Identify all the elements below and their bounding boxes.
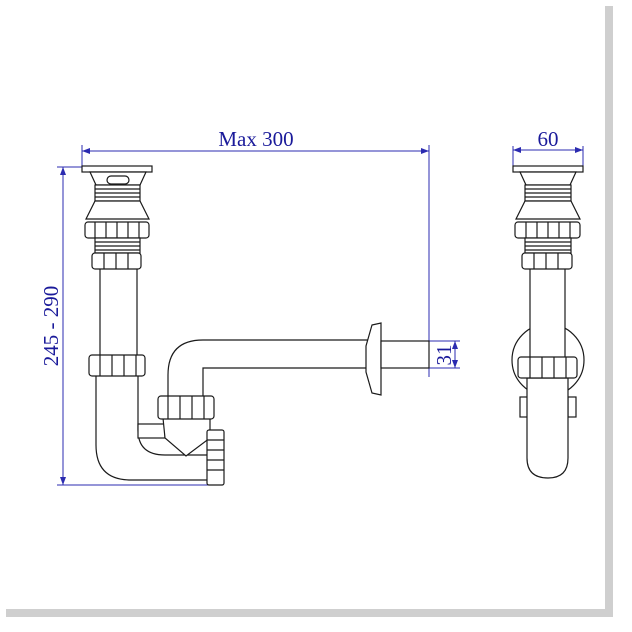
side-drain-flange	[512, 165, 584, 173]
side-drain-cone	[515, 200, 581, 220]
trap-connector	[137, 423, 166, 439]
dimension-outlet: 31	[429, 340, 460, 369]
dimension-label-max-length: Max 300	[218, 127, 293, 151]
front-view: Max 300 245 - 290 31	[39, 127, 460, 486]
side-tab-right	[567, 396, 577, 418]
dimension-flange-width: 60	[512, 127, 584, 166]
wall-flange	[365, 322, 382, 396]
tail-pipe	[99, 267, 138, 357]
pipe-nut	[88, 354, 146, 377]
trap-nut	[157, 395, 215, 420]
side-view: 60	[511, 127, 585, 479]
outlet-arm-outer	[167, 339, 370, 398]
side-nut	[206, 429, 225, 486]
dimension-max-length: Max 300	[81, 127, 430, 377]
side-connector-nut	[521, 252, 573, 270]
outlet-pipe	[380, 340, 430, 369]
dimension-height: 245 - 290	[39, 166, 210, 486]
frame-bottom-edge	[6, 609, 613, 617]
side-pipe-nut	[517, 356, 578, 379]
dimension-label-outlet: 31	[432, 345, 456, 366]
drain-flange	[81, 165, 153, 173]
dimension-label-height: 245 - 290	[39, 286, 63, 367]
bottle-cup	[526, 377, 569, 479]
dimension-label-flange-width: 60	[538, 127, 559, 151]
side-tail-pipe	[529, 267, 566, 359]
side-drain-neck	[519, 171, 577, 186]
overflow-slot	[106, 175, 130, 185]
outlet-arm-inner	[202, 367, 370, 398]
drain-cone	[85, 200, 150, 220]
trap-cone	[162, 417, 211, 457]
frame-right-edge	[605, 6, 613, 616]
